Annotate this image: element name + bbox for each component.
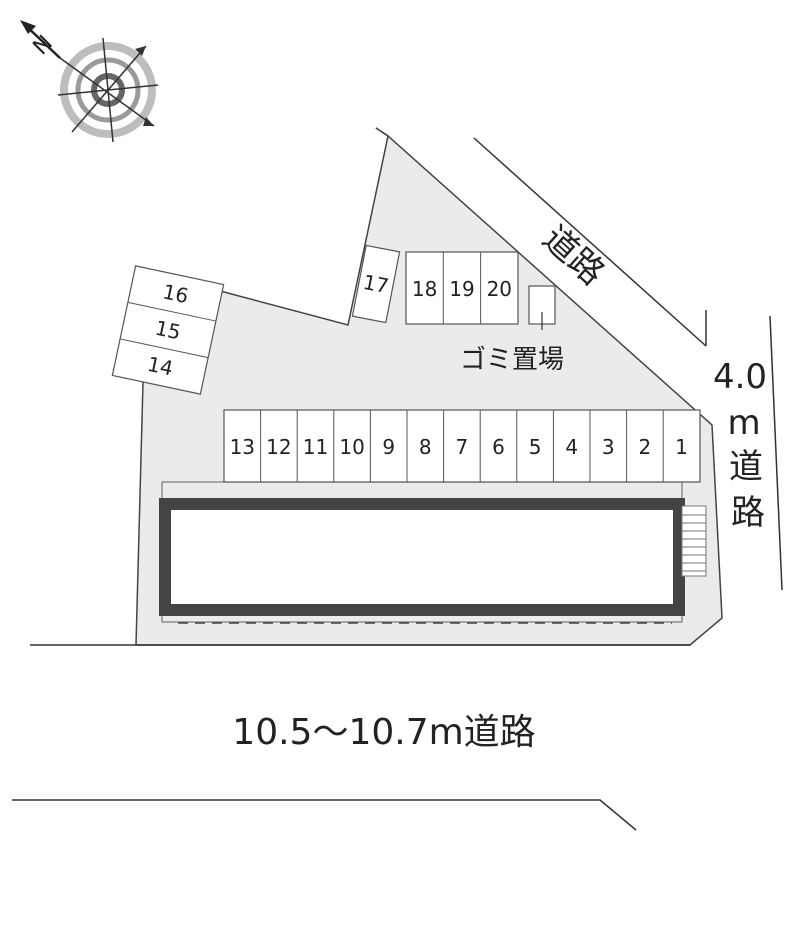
parking-space-label: 17 [361,270,391,298]
parking-space-label: 10 [339,435,364,459]
parking-space-label: 20 [487,277,512,301]
parking-left-group: 16 15 14 [111,265,225,395]
trash-area-label: ゴミ置場 [460,345,564,375]
parking-space-label: 19 [449,277,474,301]
parking-space-label: 18 [412,277,437,301]
east-road-unit: m [727,403,760,443]
diagonal-road-edge [473,137,707,347]
compass-rose-icon [20,20,159,143]
south-road-edge-south [12,799,637,831]
parking-space-label: 13 [230,435,255,459]
parking-row: 13 12 11 10 9 8 7 6 5 4 3 2 1 [223,409,701,483]
parking-space-label: 2 [639,435,652,459]
parking-space-label: 15 [153,316,183,345]
east-road-width: 4.0 [713,357,767,397]
parking-space-label: 6 [492,435,505,459]
north-letter: N [29,31,58,60]
parking-space-label: 9 [382,435,395,459]
south-road-label: 10.5〜10.7m道路 [232,712,535,753]
east-road-edge [769,315,783,591]
stairs [681,505,707,577]
parking-space-label: 5 [529,435,542,459]
parking-space-label: 8 [419,435,432,459]
parking-space-label: 7 [456,435,469,459]
parking-space-label: 1 [675,435,688,459]
parking-top-group: 18 19 20 [405,251,519,325]
east-road-word-2: 路 [731,493,765,533]
parking-space-label: 11 [303,435,328,459]
parking-single: 17 [351,244,401,324]
parking-space-label: 4 [565,435,578,459]
parking-space-label: 3 [602,435,615,459]
parking-space-label: 12 [266,435,291,459]
east-road-word-1: 道 [729,447,763,487]
parking-space-label: 14 [145,352,175,381]
building [159,498,685,616]
parking-space-label: 16 [161,279,191,308]
